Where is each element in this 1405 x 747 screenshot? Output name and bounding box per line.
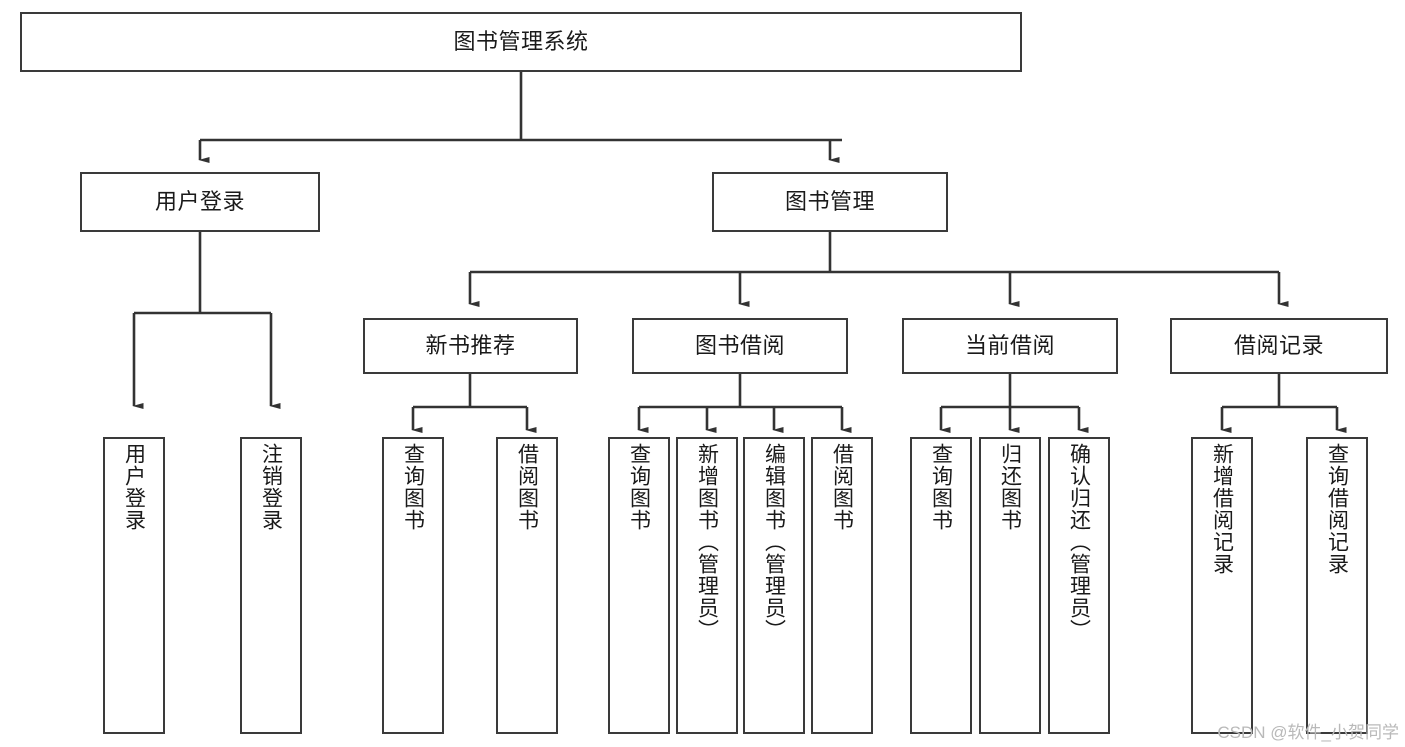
node-leaf-query-record[interactable]: 查询借阅记录 bbox=[1306, 437, 1368, 734]
node-leaf-borrow-book-1-label: 借阅图书 bbox=[515, 443, 539, 531]
node-leaf-borrow-book-1[interactable]: 借阅图书 bbox=[496, 437, 558, 734]
node-leaf-logout-login[interactable]: 注销登录 bbox=[240, 437, 302, 734]
node-leaf-add-record-label: 新增借阅记录 bbox=[1210, 443, 1234, 575]
node-leaf-confirm-return-label: 确认归还（管理员） bbox=[1067, 443, 1091, 641]
node-leaf-borrow-book-2[interactable]: 借阅图书 bbox=[811, 437, 873, 734]
node-leaf-add-book-label: 新增图书（管理员） bbox=[695, 443, 719, 641]
node-leaf-query-book-3[interactable]: 查询图书 bbox=[910, 437, 972, 734]
node-leaf-user-login-label: 用户登录 bbox=[122, 443, 146, 531]
node-book-manage-label: 图书管理 bbox=[784, 188, 875, 214]
node-new-book-recommend-label: 新书推荐 bbox=[425, 332, 516, 358]
node-leaf-add-book[interactable]: 新增图书（管理员） bbox=[676, 437, 738, 734]
node-leaf-borrow-book-2-label: 借阅图书 bbox=[830, 443, 854, 531]
node-leaf-confirm-return[interactable]: 确认归还（管理员） bbox=[1048, 437, 1110, 734]
node-leaf-user-login[interactable]: 用户登录 bbox=[103, 437, 165, 734]
node-leaf-query-book-1-label: 查询图书 bbox=[401, 443, 425, 531]
node-leaf-query-record-label: 查询借阅记录 bbox=[1325, 443, 1349, 575]
watermark-text: CSDN @软件_小贺同学 bbox=[1217, 723, 1399, 742]
node-borrow-record[interactable]: 借阅记录 bbox=[1170, 318, 1388, 374]
node-leaf-return-book-label: 归还图书 bbox=[998, 443, 1022, 531]
node-borrow-record-label: 借阅记录 bbox=[1233, 332, 1324, 358]
node-root-label: 图书管理系统 bbox=[453, 28, 589, 54]
node-leaf-logout-login-label: 注销登录 bbox=[259, 443, 283, 531]
node-leaf-query-book-2[interactable]: 查询图书 bbox=[608, 437, 670, 734]
node-leaf-return-book[interactable]: 归还图书 bbox=[979, 437, 1041, 734]
node-book-manage[interactable]: 图书管理 bbox=[712, 172, 948, 232]
node-new-book-recommend[interactable]: 新书推荐 bbox=[363, 318, 578, 374]
node-book-borrow[interactable]: 图书借阅 bbox=[632, 318, 848, 374]
node-current-borrow-label: 当前借阅 bbox=[964, 332, 1055, 358]
node-leaf-query-book-1[interactable]: 查询图书 bbox=[382, 437, 444, 734]
node-leaf-edit-book[interactable]: 编辑图书（管理员） bbox=[743, 437, 805, 734]
node-root[interactable]: 图书管理系统 bbox=[20, 12, 1022, 72]
node-leaf-add-record[interactable]: 新增借阅记录 bbox=[1191, 437, 1253, 734]
node-leaf-query-book-3-label: 查询图书 bbox=[929, 443, 953, 531]
node-leaf-query-book-2-label: 查询图书 bbox=[627, 443, 651, 531]
node-current-borrow[interactable]: 当前借阅 bbox=[902, 318, 1118, 374]
node-user-login-label: 用户登录 bbox=[154, 188, 245, 214]
node-leaf-edit-book-label: 编辑图书（管理员） bbox=[762, 443, 786, 641]
node-user-login[interactable]: 用户登录 bbox=[80, 172, 320, 232]
node-book-borrow-label: 图书借阅 bbox=[694, 332, 785, 358]
